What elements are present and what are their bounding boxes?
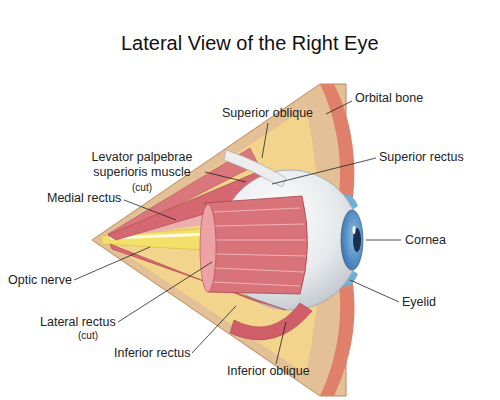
- part-label: Inferior oblique: [227, 364, 310, 379]
- lateral-rectus: [205, 196, 308, 294]
- part-label: Superior rectus: [379, 150, 464, 165]
- part-label: Cornea: [405, 233, 446, 248]
- muscle-fibres: [212, 208, 306, 286]
- part-label: Levator palpebrae superioris muscle: [80, 150, 204, 180]
- part-label: (cut): [132, 182, 152, 194]
- part-label: Eyelid: [402, 295, 436, 310]
- part-label: Orbital bone: [355, 91, 423, 106]
- superior-oblique-tendon: [224, 150, 286, 187]
- cornea: [341, 210, 363, 270]
- inferior-oblique: [230, 303, 312, 340]
- orbit-wall: [92, 84, 346, 396]
- highlight: [353, 226, 356, 234]
- part-label: Lateral rectus: [40, 315, 116, 330]
- part-label: Superior oblique: [222, 106, 313, 121]
- part-label: Optic nerve: [8, 273, 72, 288]
- part-label: (cut): [78, 330, 98, 342]
- leader-lines: [74, 101, 401, 364]
- part-label: Medial rectus: [47, 191, 121, 206]
- diagram-title: Lateral View of the Right Eye: [121, 31, 379, 55]
- cut-end: [200, 204, 216, 292]
- part-label: Inferior rectus: [114, 346, 190, 361]
